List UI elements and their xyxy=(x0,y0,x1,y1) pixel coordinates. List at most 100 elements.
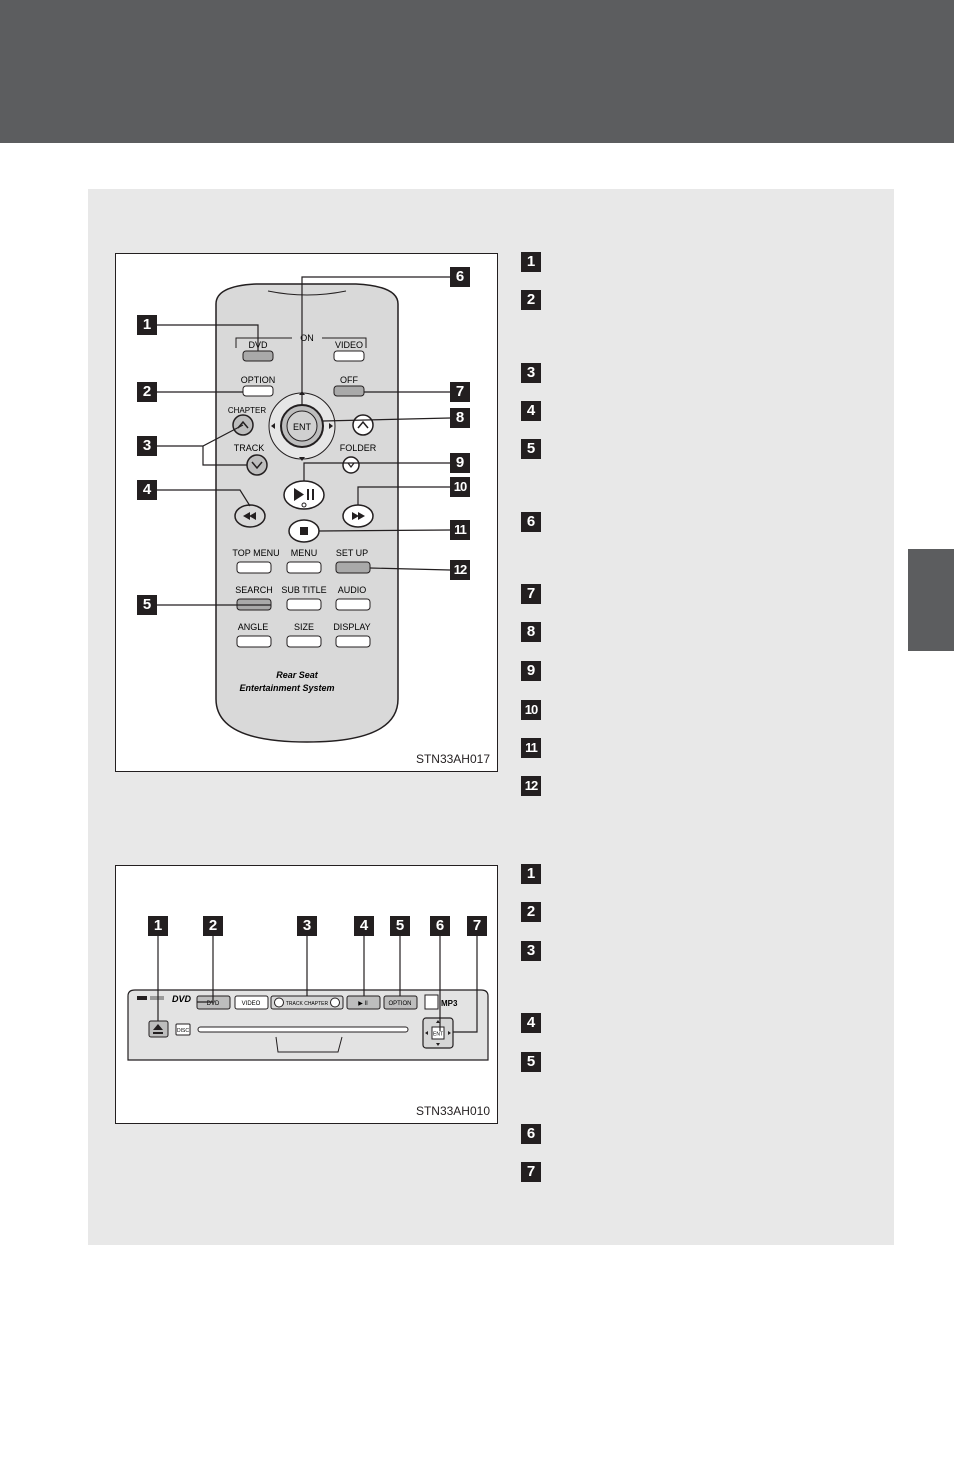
player-panel-figure: DVD DVD VIDEO TRACK CHAPTER ▶ II OPTION … xyxy=(115,865,498,1124)
brand-line-1: Rear Seat xyxy=(276,670,319,680)
video-label: VIDEO xyxy=(335,340,363,350)
down-arrow-icon xyxy=(299,457,305,461)
set-up-label: SET UP xyxy=(336,548,368,558)
remote-list-badge-10: 10 xyxy=(521,700,541,720)
remote-list-badge-6: 6 xyxy=(521,512,541,532)
figure-code: STN33AH010 xyxy=(415,1104,490,1118)
folder-up-button[interactable] xyxy=(352,414,374,436)
on-label: ON xyxy=(300,333,314,343)
audio-button[interactable] xyxy=(335,598,371,611)
play-icon xyxy=(294,488,304,501)
remote-callout-1: 1 xyxy=(137,315,157,335)
track-chapter-label: TRACK CHAPTER xyxy=(286,1001,329,1007)
remote-control-figure: ON DVD VIDEO OPTION OFF ENT CHAPTER TRAC… xyxy=(115,253,498,772)
disc-slot xyxy=(197,1026,409,1033)
player-list-badge-3: 3 xyxy=(521,941,541,961)
play-pause-button[interactable] xyxy=(283,480,325,510)
chevron-up-icon xyxy=(357,420,369,429)
dvd-button[interactable] xyxy=(242,350,274,362)
video-button-label: VIDEO xyxy=(242,1001,261,1007)
ent-label: ENT xyxy=(293,422,312,432)
down-arrow-icon xyxy=(436,1043,440,1046)
remote-list-badge-12: 12 xyxy=(521,776,541,796)
player-callout-2: 2 xyxy=(203,916,223,936)
track-down-button[interactable] xyxy=(246,454,268,476)
off-label: OFF xyxy=(340,375,358,385)
mp3-logo: MP3 xyxy=(441,999,458,1008)
option-button-label: OPTION xyxy=(388,1001,411,1007)
option-label: OPTION xyxy=(241,375,276,385)
remote-callout-11: 11 xyxy=(450,520,470,540)
display-button[interactable] xyxy=(335,635,371,648)
disc-label: DISC xyxy=(177,1028,189,1034)
video-button[interactable] xyxy=(234,995,269,1010)
audio-label: AUDIO xyxy=(338,585,367,595)
player-callout-5: 5 xyxy=(390,916,410,936)
slot-door xyxy=(275,1036,343,1053)
brand-line-2: Entertainment System xyxy=(239,683,334,693)
player-list-badge-2: 2 xyxy=(521,902,541,922)
remote-callout-10: 10 xyxy=(450,477,470,497)
remote-list-badge-5: 5 xyxy=(521,439,541,459)
remote-body xyxy=(215,283,399,743)
figure-code: STN33AH017 xyxy=(415,752,490,766)
top-menu-button[interactable] xyxy=(236,561,272,574)
sub-title-label: SUB TITLE xyxy=(281,585,326,595)
remote-callout-8: 8 xyxy=(450,408,470,428)
menu-button[interactable] xyxy=(286,561,322,574)
remote-callout-7: 7 xyxy=(450,382,470,402)
player-panel-drawing: DVD DVD VIDEO TRACK CHAPTER ▶ II OPTION … xyxy=(127,936,489,1061)
player-list-badge-1: 1 xyxy=(521,864,541,884)
angle-button[interactable] xyxy=(236,635,272,648)
chapter-label: CHAPTER xyxy=(228,406,266,415)
remote-list-badge-1: 1 xyxy=(521,252,541,272)
folder-down-button[interactable] xyxy=(342,456,360,474)
remote-list-badge-9: 9 xyxy=(521,661,541,681)
remote-callout-5: 5 xyxy=(137,595,157,615)
left-arrow-icon xyxy=(425,1031,428,1035)
remote-callout-12: 12 xyxy=(450,560,470,580)
right-arrow-icon xyxy=(448,1031,451,1035)
top-menu-label: TOP MENU xyxy=(232,548,279,558)
remote-callout-2: 2 xyxy=(137,382,157,402)
up-arrow-icon xyxy=(436,1020,440,1023)
search-label: SEARCH xyxy=(235,585,273,595)
track-label: TRACK xyxy=(234,443,265,453)
right-arrow-icon xyxy=(329,423,333,429)
player-callout-4: 4 xyxy=(354,916,374,936)
stop-icon xyxy=(300,527,308,535)
player-callout-7: 7 xyxy=(467,916,487,936)
set-up-button[interactable] xyxy=(335,561,371,574)
header-band xyxy=(0,0,954,143)
folder-label: FOLDER xyxy=(340,443,377,453)
chevron-down-icon xyxy=(251,461,263,470)
chevron-down-icon xyxy=(347,462,355,468)
remote-list-badge-3: 3 xyxy=(521,363,541,383)
callout-leader-lines xyxy=(157,936,478,1033)
chevron-down-icon xyxy=(274,997,284,1008)
sub-title-button[interactable] xyxy=(286,598,322,611)
remote-list-badge-2: 2 xyxy=(521,290,541,310)
off-button[interactable] xyxy=(333,385,365,397)
remote-list-badge-4: 4 xyxy=(521,401,541,421)
section-tab xyxy=(908,549,954,651)
player-callout-6: 6 xyxy=(430,916,450,936)
chevron-up-icon xyxy=(237,420,249,429)
player-callout-1: 1 xyxy=(148,916,168,936)
chevron-up-icon xyxy=(330,997,340,1008)
option-button[interactable] xyxy=(242,385,274,397)
angle-label: ANGLE xyxy=(238,622,269,632)
player-list-badge-7: 7 xyxy=(521,1162,541,1182)
pause-icon xyxy=(307,489,309,500)
display-label: DISPLAY xyxy=(333,622,370,632)
left-arrow-icon xyxy=(271,423,275,429)
size-button[interactable] xyxy=(286,635,322,648)
fast-forward-icon xyxy=(352,512,359,520)
remote-callout-4: 4 xyxy=(137,480,157,500)
dvd-button-label: DVD xyxy=(207,1001,220,1007)
remote-list-badge-7: 7 xyxy=(521,584,541,604)
video-button[interactable] xyxy=(333,350,365,362)
remote-list-badge-8: 8 xyxy=(521,622,541,642)
play-pause-label: ▶ II xyxy=(358,1001,368,1007)
remote-callout-9: 9 xyxy=(450,453,470,473)
